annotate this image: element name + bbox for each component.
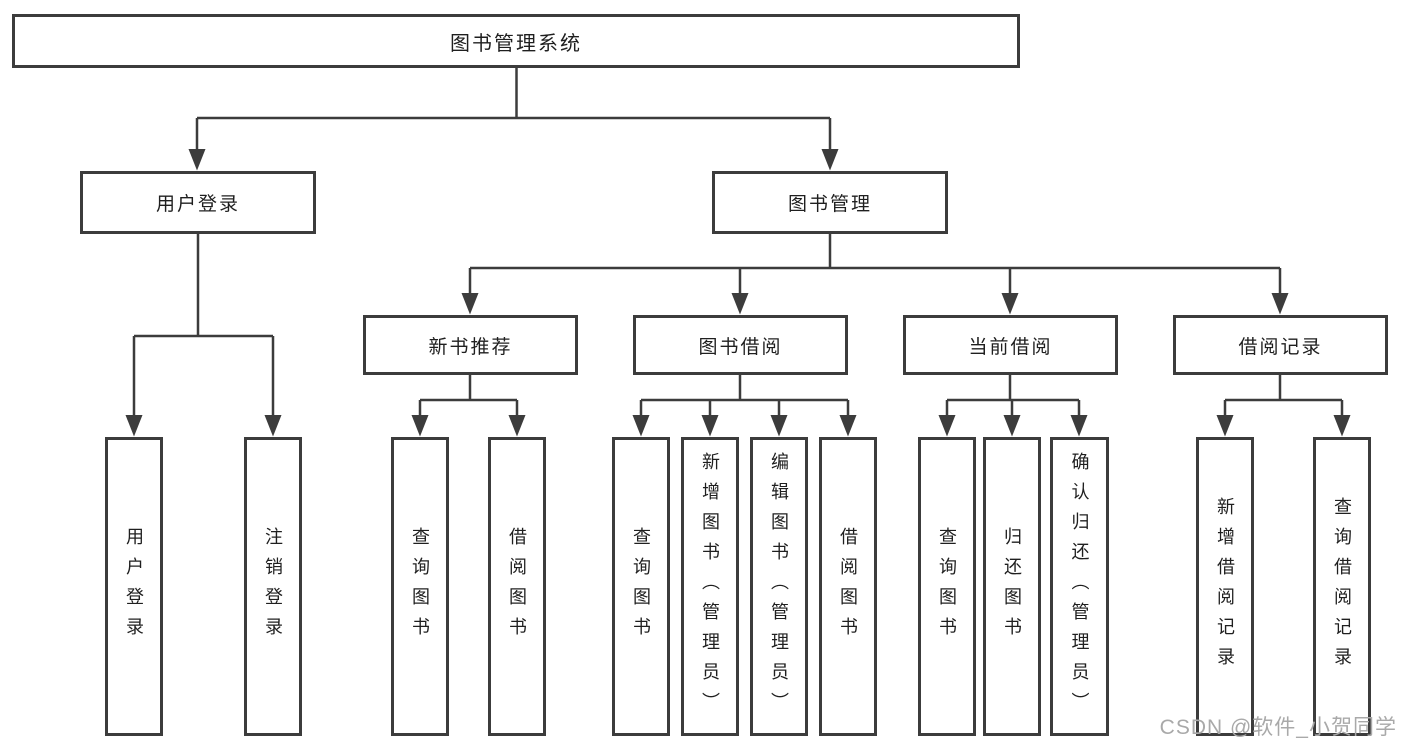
arrowhead-down-icon: [770, 415, 788, 437]
node-book-management: 图书管理: [712, 171, 948, 234]
leaf-records-query-borrow-record: 查询借阅记录: [1313, 437, 1371, 736]
leaf-borrowing-edit-books-admin: 编辑图书（管理员）: [750, 437, 808, 736]
node-label: 编辑图书（管理员）: [769, 451, 789, 722]
node-label: 用户登录: [124, 526, 144, 647]
leaf-borrowing-borrow-books: 借阅图书: [819, 437, 877, 736]
arrowhead-down-icon: [701, 415, 719, 437]
node-label: 注销登录: [263, 526, 283, 647]
node-user-login: 用户登录: [80, 171, 316, 234]
leaf-records-add-borrow-record: 新增借阅记录: [1196, 437, 1254, 736]
node-label: 归还图书: [1002, 526, 1022, 647]
leaf-current-return-books: 归还图书: [983, 437, 1041, 736]
arrowhead-down-icon: [839, 415, 857, 437]
node-book-borrowing: 图书借阅: [633, 315, 848, 375]
leaf-current-confirm-return-admin: 确认归还（管理员）: [1050, 437, 1109, 736]
node-current-borrowing: 当前借阅: [903, 315, 1118, 375]
node-label: 借阅记录: [1238, 336, 1323, 358]
arrowhead-down-icon: [821, 149, 839, 171]
leaf-recommend-query-books: 查询图书: [391, 437, 449, 736]
node-label: 当前借阅: [968, 336, 1053, 358]
arrowhead-down-icon: [1070, 415, 1088, 437]
node-label: 新增借阅记录: [1215, 496, 1235, 677]
leaf-user-login: 用户登录: [105, 437, 163, 736]
arrowhead-down-icon: [411, 415, 429, 437]
node-label: 图书管理系统: [450, 32, 582, 55]
arrowhead-down-icon: [1001, 293, 1019, 315]
node-label: 查询图书: [631, 526, 651, 647]
arrowhead-down-icon: [508, 415, 526, 437]
arrowhead-down-icon: [731, 293, 749, 315]
arrowhead-down-icon: [264, 415, 282, 437]
node-label: 新增图书（管理员）: [700, 451, 720, 722]
node-label: 新书推荐: [428, 336, 513, 358]
node-label: 借阅图书: [507, 526, 527, 647]
node-label: 查询借阅记录: [1332, 496, 1352, 677]
node-label: 用户登录: [155, 194, 240, 215]
arrowhead-down-icon: [1271, 293, 1289, 315]
arrowhead-down-icon: [632, 415, 650, 437]
node-label: 查询图书: [937, 526, 957, 647]
node-new-book-recommend: 新书推荐: [363, 315, 578, 375]
leaf-recommend-borrow-books: 借阅图书: [488, 437, 546, 736]
arrowhead-down-icon: [188, 149, 206, 171]
arrowhead-down-icon: [461, 293, 479, 315]
leaf-borrowing-add-books-admin: 新增图书（管理员）: [681, 437, 739, 736]
leaf-current-query-books: 查询图书: [918, 437, 976, 736]
arrowhead-down-icon: [1003, 415, 1021, 437]
node-label: 查询图书: [410, 526, 430, 647]
node-borrow-records: 借阅记录: [1173, 315, 1388, 375]
arrowhead-down-icon: [938, 415, 956, 437]
node-root: 图书管理系统: [12, 14, 1020, 68]
node-label: 图书管理: [787, 194, 872, 215]
leaf-logout: 注销登录: [244, 437, 302, 736]
watermark: CSDN @软件_小贺同学: [1159, 716, 1397, 739]
arrowhead-down-icon: [1216, 415, 1234, 437]
leaf-borrowing-query-books: 查询图书: [612, 437, 670, 736]
node-label: 图书借阅: [698, 336, 783, 358]
node-label: 借阅图书: [838, 526, 858, 647]
arrowhead-down-icon: [125, 415, 143, 437]
arrowheads: [125, 149, 1351, 437]
node-label: 确认归还（管理员）: [1069, 451, 1090, 722]
arrowhead-down-icon: [1333, 415, 1351, 437]
